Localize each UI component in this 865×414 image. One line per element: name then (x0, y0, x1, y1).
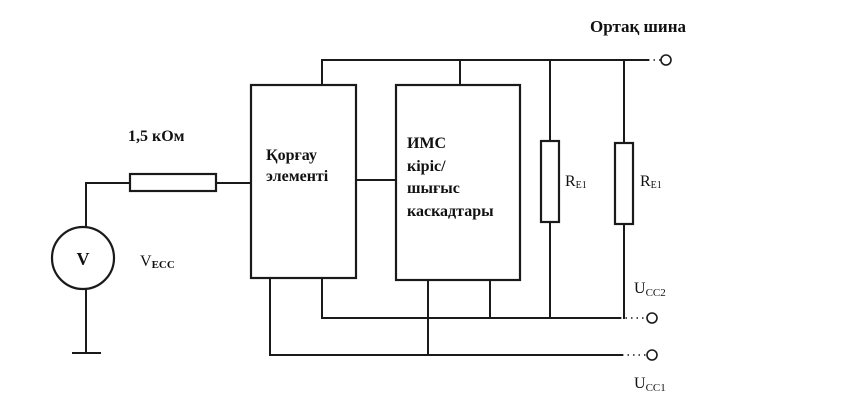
voltmeter-icon (50, 225, 116, 291)
ucc2-label: UCC2 (634, 280, 666, 299)
voltmeter-symbol: V (77, 249, 90, 269)
source-branch-wires (72, 182, 252, 354)
re1-resistor-left (539, 139, 561, 224)
re1-resistor-right (613, 141, 635, 226)
ucc1-terminal (646, 349, 658, 361)
ucc1-label: UCC1 (634, 375, 666, 394)
re1-left-label: RE1 (565, 173, 587, 191)
resistance-value-label: 1,5 кОм (128, 128, 185, 145)
ims-cascades-box (394, 83, 522, 282)
common-bus-terminal (660, 54, 672, 66)
series-resistor (128, 172, 218, 193)
ucc1-bus-wires (269, 277, 646, 356)
common-bus-wires (321, 59, 662, 144)
ims-label-line4: каскадтары (407, 203, 494, 220)
protection-label-line1: Қорғау (266, 147, 317, 164)
protection-label-line2: элементі (266, 168, 329, 185)
ims-label-line1: ИМС (407, 135, 446, 152)
protection-element-box (249, 83, 358, 280)
ims-label-line3: шығыс (407, 180, 460, 197)
common-bus-label: Ортақ шина (590, 17, 686, 36)
re1-right-label: RE1 (640, 173, 662, 191)
ucc2-terminal (646, 312, 658, 324)
vecc-label: VECC (140, 253, 175, 271)
ims-label-line2: кіріс/ (407, 158, 446, 175)
ucc2-bus-wires (321, 221, 646, 319)
